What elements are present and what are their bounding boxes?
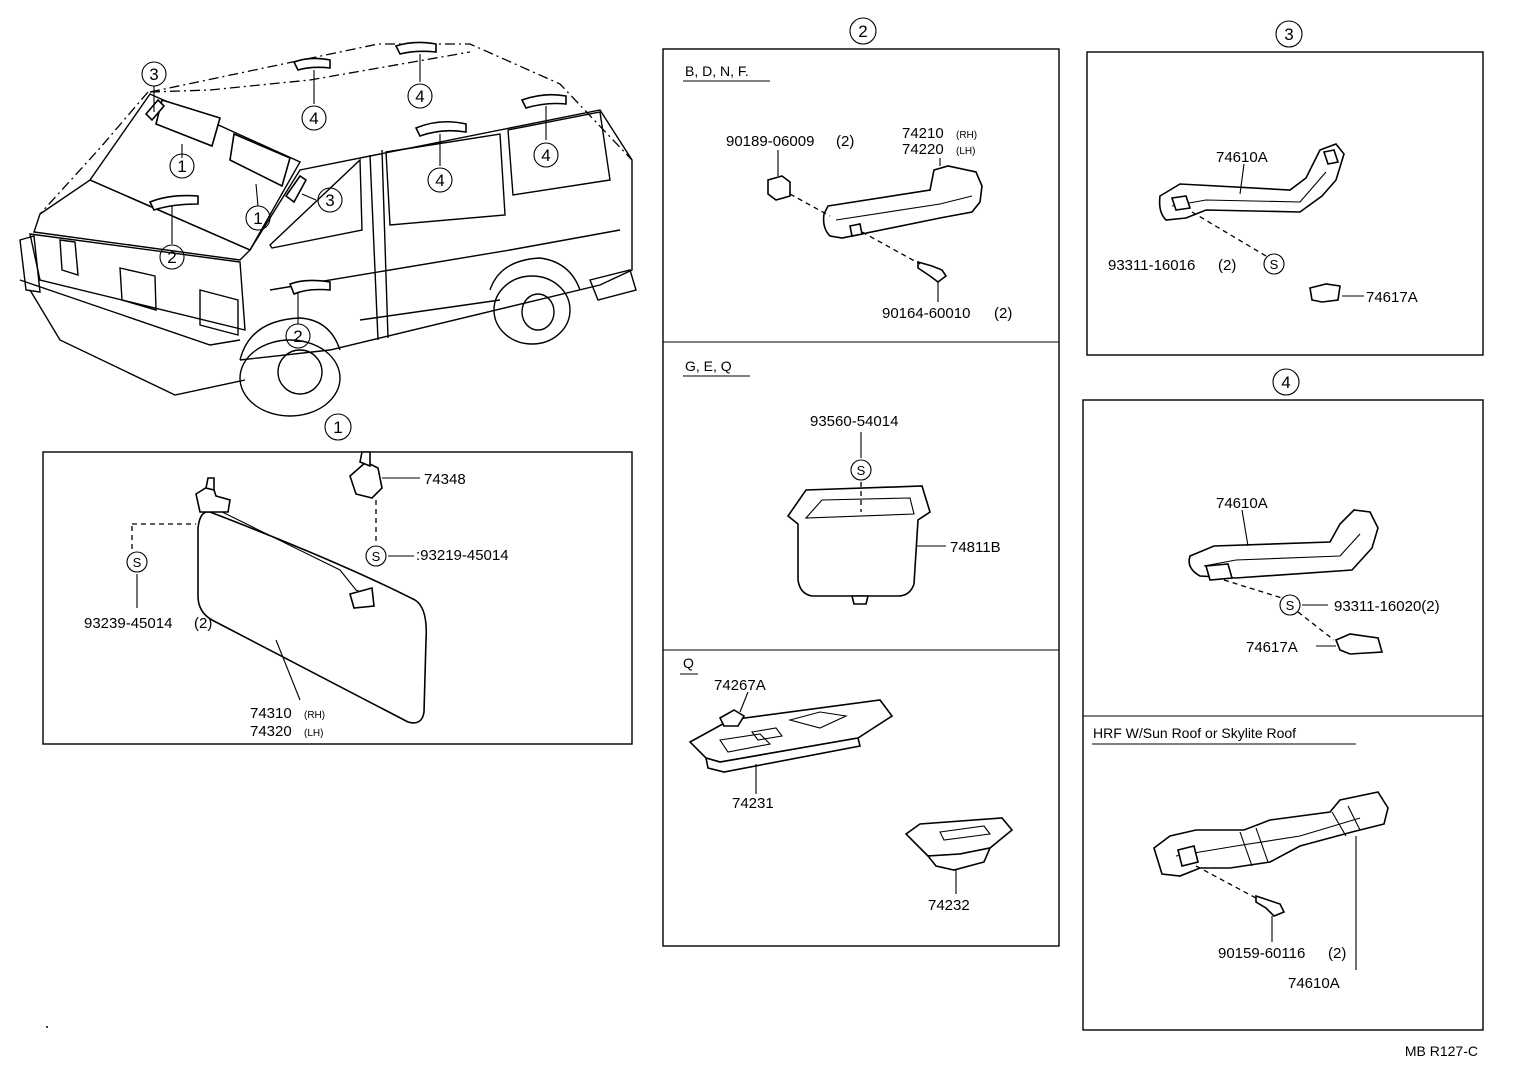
part-93560-54014: 93560-54014 [810,413,898,430]
screw-90159 [1255,894,1286,917]
callout-1-visor-left: 1 [177,157,186,176]
clip-74267a [718,709,746,727]
van-callouts: 1 1 2 2 3 3 4 4 4 4 [141,61,559,349]
part-74220-lh: (LH) [956,146,975,157]
part-74617a-roof: 74617A [1246,639,1298,656]
cap-74617a [1309,283,1341,303]
part-74811b: 74811B [950,539,1001,556]
screw-s-mark-5: S [1286,598,1295,613]
part-74310-rh: (RH) [304,710,325,721]
part-93311-16020: 93311-16020(2) [1334,598,1440,615]
callout-2-front-left: 2 [167,248,176,267]
roof-grip-strap-part [1153,791,1389,877]
callout-3-right: 3 [325,191,334,210]
part-74231: 74231 [732,795,774,812]
section-4-marker: 4 [1281,373,1290,392]
part-74232: 74232 [928,897,970,914]
section-3-side-grip: 3 S 74610A 93311-16016 (2) 74617A [1086,20,1484,356]
switch-74232 [904,817,1014,857]
clip-90189 [767,175,791,201]
callout-3-left: 3 [149,65,158,84]
part-90159-60116: 90159-60116 [1218,945,1305,962]
part-74310: 74310 [250,705,292,722]
callout-4-roof-mid: 4 [415,87,424,106]
side-grip-part [1158,143,1345,221]
part-74348: 74348 [424,471,466,488]
section-2-marker: 2 [858,22,867,41]
variant-bdnf: B, D, N, F. [685,63,749,79]
part-90189-qty: (2) [836,133,854,150]
section-4-roof-grip: 4 S 74610A 93311-16020(2) 74617A HRF W/S… [1082,368,1484,1031]
part-74610a-hrf: 74610A [1288,975,1340,992]
visor-holder-part [349,461,383,499]
part-74220: 74220 [902,141,944,158]
part-74267a: 74267A [714,677,766,694]
variant-hrf: HRF W/Sun Roof or Skylite Roof [1093,725,1296,741]
part-74320: 74320 [250,723,292,740]
part-93311-16016-qty: (2) [1218,257,1236,274]
screw-s-mark-1: S [133,555,142,570]
part-93219-45014: :93219-45014 [416,547,509,564]
cap-74617a-roof [1334,633,1384,655]
part-93311-16016: 93311-16016 [1108,257,1195,274]
front-grip-part [822,165,983,239]
part-74610a-side: 74610A [1216,149,1268,166]
pocket-74811b [786,485,931,597]
callout-2-front-right: 2 [293,327,302,346]
callout-4-side-mid: 4 [435,171,444,190]
part-90164-60010: 90164-60010 [882,305,970,322]
part-90189-06009: 90189-06009 [726,133,814,150]
section-3-marker: 3 [1284,25,1293,44]
part-93239-45014: 93239-45014 [84,615,172,632]
part-90164-qty: (2) [994,305,1012,322]
screw-s-mark-2: S [372,549,381,564]
callout-4-roof-front: 4 [309,109,318,128]
part-74210: 74210 [902,125,944,142]
screw-s-mark-4: S [1270,257,1279,272]
part-93239-qty: (2) [194,615,212,632]
section-1-marker: 1 [333,418,342,437]
part-74617a-side: 74617A [1366,289,1418,306]
screw-90164 [917,260,948,283]
van-illustration [19,41,637,417]
roof-grip-part [1188,509,1379,579]
part-74610a-roof: 74610A [1216,495,1268,512]
part-74210-rh: (RH) [956,130,977,141]
screw-s-mark-3: S [857,463,866,478]
section-1-sun-visor: 1 S S 74348 :93219-45014 93239-45014 (2)… [42,413,633,745]
callout-4-side-rear: 4 [541,146,550,165]
variant-geq: G, E, Q [685,358,732,374]
variant-q: Q [683,655,694,671]
part-90159-qty: (2) [1328,945,1346,962]
diagram-reference-code: MB R127-C [1405,1043,1478,1059]
callout-1-visor-right: 1 [253,209,262,228]
section-2-front-grip: 2 B, D, N, F. 90189-06009 (2) 74210 (RH)… [662,17,1060,947]
sun-visor-part [197,511,428,724]
part-74320-lh: (LH) [304,728,323,739]
